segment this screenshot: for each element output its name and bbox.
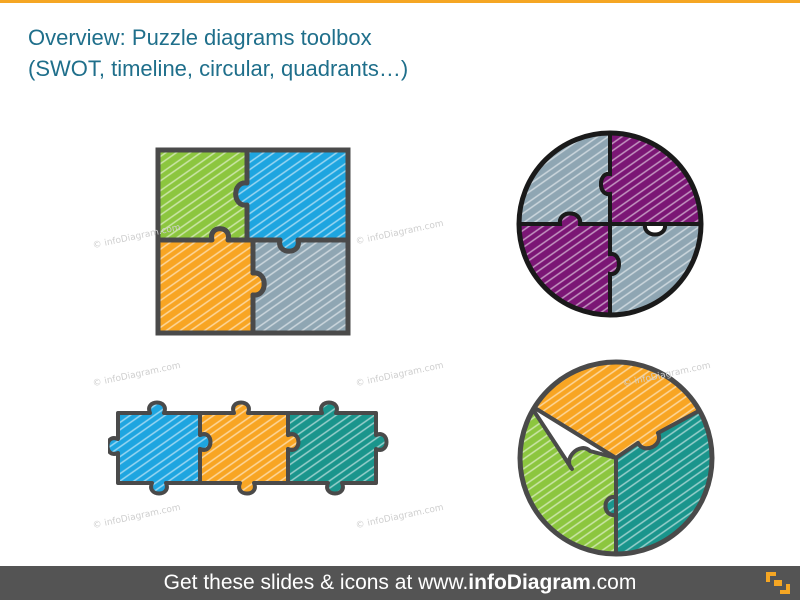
footer-bar: Get these slides & icons at www.infoDiag… xyxy=(0,566,800,600)
title-line-2: (SWOT, timeline, circular, quadrants…) xyxy=(28,56,409,81)
puzzle-piece-orange xyxy=(155,226,267,336)
footer-prefix: Get these slides & icons at www. xyxy=(163,571,469,594)
footer-text: Get these slides & icons at www.infoDiag… xyxy=(0,571,800,595)
footer-brand: infoDiagram xyxy=(468,571,591,594)
watermark: © infoDiagram.com xyxy=(91,360,182,390)
watermark: © infoDiagram.com xyxy=(354,502,445,532)
watermark: © infoDiagram.com xyxy=(91,502,182,532)
circle-piece-purple-top-right xyxy=(599,133,701,226)
watermark: © infoDiagram.com xyxy=(354,360,445,390)
puzzle-piece-blue xyxy=(233,147,351,254)
title-line-1: Overview: Puzzle diagrams toolbox xyxy=(28,25,372,50)
watermark: © infoDiagram.com xyxy=(354,218,445,248)
circular-quadrant-diagram xyxy=(516,130,704,318)
timeline-piece-blue xyxy=(108,400,213,496)
circular-three-part-diagram xyxy=(517,359,715,557)
timeline-piece-teal xyxy=(286,400,389,496)
timeline-piece-orange xyxy=(198,400,301,496)
square-puzzle-diagram xyxy=(155,147,351,336)
circle-piece-gray-top-left xyxy=(519,133,612,226)
top-accent-rule xyxy=(0,0,800,3)
timeline-puzzle-diagram xyxy=(108,400,389,496)
circle-piece-gray-bottom-right xyxy=(608,222,701,315)
brand-logo-icon xyxy=(766,572,790,594)
circle-piece-purple-bottom-left xyxy=(519,211,621,315)
footer-suffix: .com xyxy=(590,571,637,594)
slide-title: Overview: Puzzle diagrams toolbox (SWOT,… xyxy=(28,22,588,84)
puzzle-piece-gray xyxy=(250,237,351,336)
